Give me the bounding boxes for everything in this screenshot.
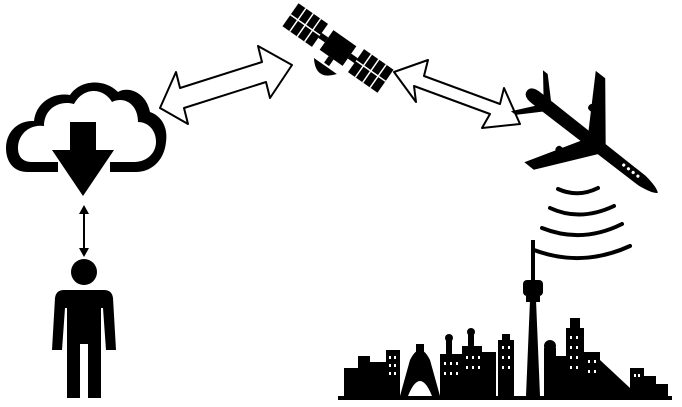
person-icon — [52, 259, 116, 398]
cloud-download-icon — [6, 83, 166, 196]
radio-waves-icon — [534, 188, 630, 258]
double-arrow-right — [394, 60, 520, 128]
double-arrow-left — [160, 46, 292, 124]
satellite-icon — [273, 3, 394, 106]
city-skyline-icon — [338, 240, 672, 400]
airplane-icon — [491, 45, 682, 239]
vertical-double-arrow — [79, 205, 89, 257]
